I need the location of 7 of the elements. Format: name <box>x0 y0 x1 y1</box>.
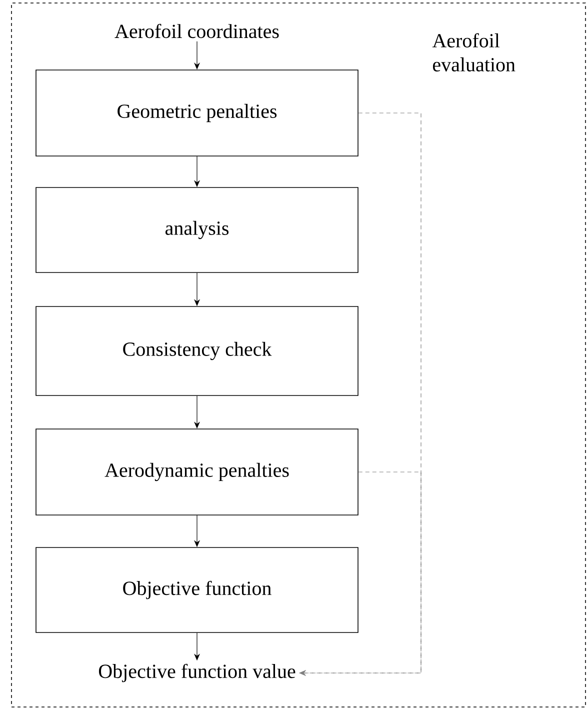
process-box: analysis <box>36 187 358 273</box>
flow-text: Aerofoil coordinates <box>114 24 279 38</box>
flow-text: Objective function value <box>98 664 296 682</box>
process-box: Objective function <box>36 547 358 633</box>
process-box: Consistency check <box>36 306 358 396</box>
process-box: Aerodynamic penalties <box>36 428 358 516</box>
process-box: Geometric penalties <box>36 70 358 156</box>
